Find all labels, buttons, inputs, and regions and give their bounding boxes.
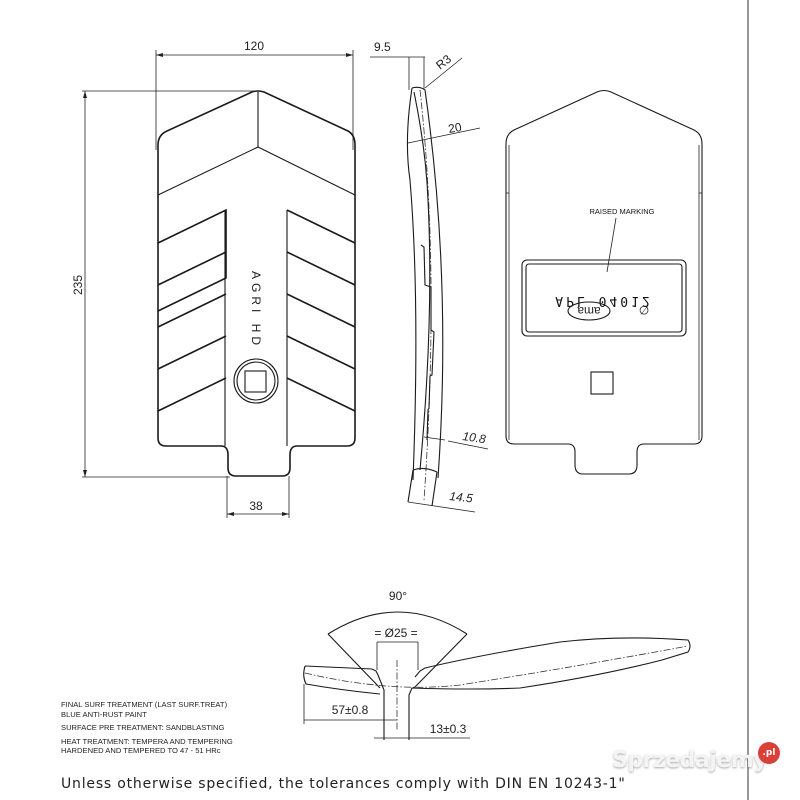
dim-shank-38: 38 bbox=[249, 499, 263, 513]
back-view: RAISED MARKING APL 04012 ama ∅ bbox=[505, 89, 703, 475]
dim-offset-57: 57±0.8 bbox=[332, 703, 369, 717]
note-pre-treatment: SURFACE PRE TREATMENT: SANDBLASTING bbox=[61, 723, 225, 732]
note-heat-treatment-1: HEAT TREATMENT: TEMPERA AND TEMPERING bbox=[61, 736, 233, 746]
dim-depth-13: 13±0.3 bbox=[430, 722, 467, 736]
logo-symbol: ∅ bbox=[639, 303, 649, 317]
watermark-badge: .pl bbox=[758, 742, 780, 764]
section-view: 90° = Ø25 = 57±0.8 13±0.3 bbox=[303, 589, 691, 740]
part-code-mirrored: APL 04012 bbox=[555, 293, 652, 308]
dim-height-235: 235 bbox=[71, 275, 85, 295]
dim-width-120: 120 bbox=[244, 39, 264, 53]
note-final-treatment-2: BLUE ANTI-RUST PAINT bbox=[61, 709, 147, 719]
dim-width-14-5: 14.5 bbox=[449, 489, 474, 505]
ama-logo-icon bbox=[567, 301, 611, 321]
bolt-hole-icon bbox=[233, 358, 279, 404]
square-hole-icon bbox=[590, 371, 614, 395]
watermark-text: Sprzedajemy bbox=[612, 748, 768, 773]
dim-angle-90: 90° bbox=[389, 589, 407, 603]
dim-width-20: 20 bbox=[447, 120, 463, 136]
tolerance-note: Unless otherwise specified, the toleranc… bbox=[61, 776, 626, 792]
notes-block: FINAL SURF TREATMENT (LAST SURF.TREAT)BL… bbox=[61, 700, 233, 760]
dim-hole-25: = Ø25 = bbox=[374, 626, 417, 640]
engraving-agri-hd: AGRI HD bbox=[249, 271, 263, 349]
side-view: 9.5 R3 20 10.8 14.5 bbox=[370, 40, 489, 513]
logo-text-ama: ama bbox=[577, 304, 601, 318]
dim-radius-r3: R3 bbox=[433, 52, 454, 73]
note-final-treatment-1: FINAL SURF TREATMENT (LAST SURF.TREAT) bbox=[61, 700, 228, 709]
note-heat-treatment-2: HARDENED AND TEMPERED TO 47 - 51 HRc bbox=[61, 746, 221, 755]
dim-width-10-8: 10.8 bbox=[462, 429, 487, 446]
dim-thickness-9-5: 9.5 bbox=[374, 40, 391, 54]
front-view: 120 235 AGRI HD bbox=[71, 39, 356, 518]
callout-raised-marking: RAISED MARKING bbox=[589, 207, 654, 216]
